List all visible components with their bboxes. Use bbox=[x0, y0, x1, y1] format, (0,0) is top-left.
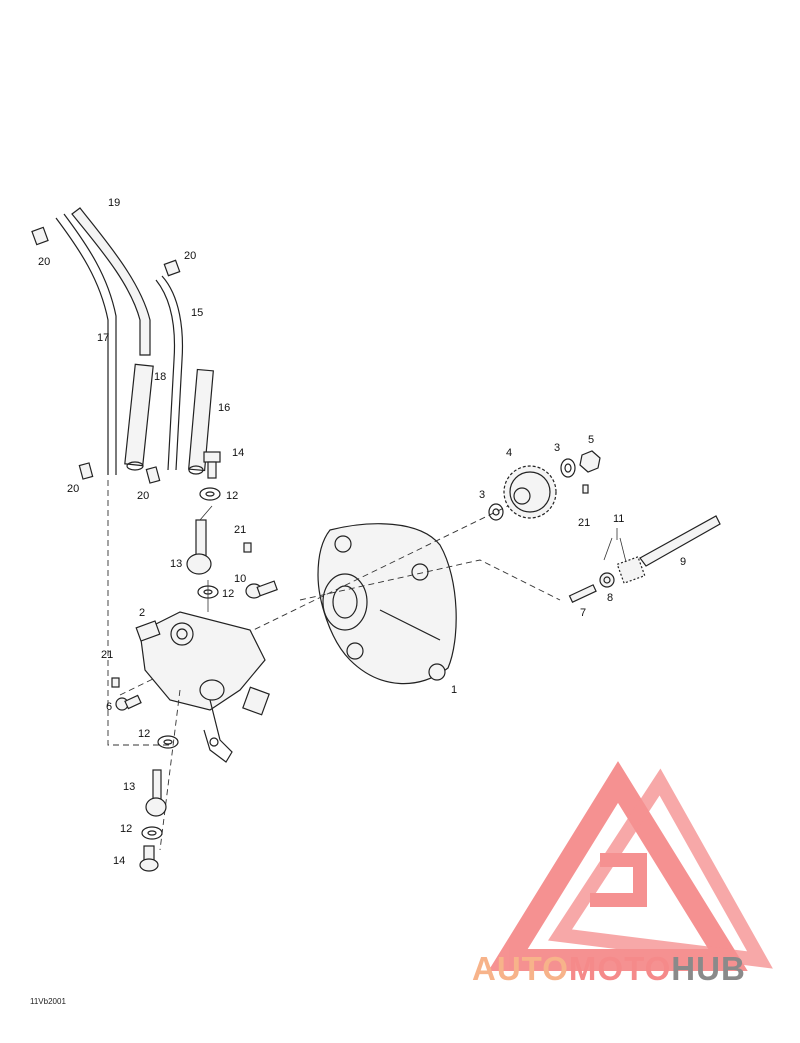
washer-12-bottom bbox=[141, 826, 163, 840]
hose-19 bbox=[71, 207, 151, 356]
callout-12-lower: 12 bbox=[138, 728, 150, 740]
pin-7 bbox=[568, 584, 597, 604]
drawing-code: 11Vb2001 bbox=[30, 997, 66, 1006]
gear-4 bbox=[503, 465, 557, 519]
callout-1: 1 bbox=[451, 684, 457, 696]
watermark-part-auto: AUTO bbox=[472, 950, 569, 987]
clamp-20-top-right bbox=[163, 259, 181, 277]
bolt-21-left bbox=[111, 677, 120, 688]
callout-10: 10 bbox=[234, 573, 246, 585]
screw-10 bbox=[245, 580, 278, 599]
banjo-fitting-13-top bbox=[186, 519, 212, 575]
callout-3-top: 3 bbox=[554, 442, 560, 454]
drive-gear-11 bbox=[616, 556, 646, 584]
pump-cover-1 bbox=[317, 523, 457, 685]
callout-13-top: 13 bbox=[170, 558, 182, 570]
screw-6 bbox=[115, 694, 142, 711]
callout-5: 5 bbox=[588, 434, 594, 446]
callout-14-bottom: 14 bbox=[113, 855, 125, 867]
callout-3-left: 3 bbox=[479, 489, 485, 501]
clamp-20-bottom-left bbox=[78, 462, 94, 480]
washer-3-left bbox=[488, 503, 504, 521]
leader-lines bbox=[199, 505, 627, 612]
callout-17: 17 bbox=[97, 332, 109, 344]
callout-19: 19 bbox=[108, 197, 120, 209]
callout-20-top-right: 20 bbox=[184, 250, 196, 262]
callout-2: 2 bbox=[139, 607, 145, 619]
watermark-part-moto: MOTO bbox=[568, 950, 672, 987]
callout-7: 7 bbox=[580, 607, 586, 619]
hose-18 bbox=[124, 363, 154, 471]
callout-20-bottom-left: 20 bbox=[67, 483, 79, 495]
watermark-logo-mark bbox=[488, 761, 773, 971]
hose-17 bbox=[55, 213, 117, 475]
callout-labels: 1 2 3 3 4 5 6 7 8 9 10 11 12 12 12 12 13… bbox=[38, 197, 686, 867]
callout-6: 6 bbox=[106, 701, 112, 713]
banjo-bolt-14-top bbox=[203, 451, 221, 479]
bolt-21-right bbox=[582, 484, 589, 494]
callout-12-bottom: 12 bbox=[120, 823, 132, 835]
clamp-20-bottom-mid bbox=[145, 466, 161, 484]
washer-12-lower bbox=[157, 735, 179, 749]
hose-16 bbox=[188, 368, 214, 475]
banjo-fitting-13-lower bbox=[145, 769, 167, 817]
watermark-logo-text: AUTOMOTOHUB bbox=[472, 950, 746, 988]
shaft-9 bbox=[639, 515, 721, 567]
lower-routing-line bbox=[107, 480, 170, 746]
callout-12-mid: 12 bbox=[222, 588, 234, 600]
pin-axis-line bbox=[299, 559, 561, 601]
oil-pump-body-2 bbox=[135, 611, 270, 763]
callout-14-top: 14 bbox=[232, 447, 244, 459]
clamp-20-top-left bbox=[31, 226, 49, 246]
callout-9: 9 bbox=[680, 556, 686, 568]
watermark-part-hub: HUB bbox=[671, 950, 746, 987]
callout-16: 16 bbox=[218, 402, 230, 414]
callout-15: 15 bbox=[191, 307, 203, 319]
nut-5 bbox=[579, 450, 601, 473]
callout-13-lower: 13 bbox=[123, 781, 135, 793]
callout-20-top-left: 20 bbox=[38, 256, 50, 268]
callout-21-right: 21 bbox=[578, 517, 590, 529]
banjo-bolt-14-bottom bbox=[139, 845, 159, 872]
lower-fitting-line bbox=[159, 689, 181, 851]
callout-12-top: 12 bbox=[226, 490, 238, 502]
callout-21-upper: 21 bbox=[234, 524, 246, 536]
callout-11: 11 bbox=[613, 513, 624, 525]
hose-15 bbox=[155, 275, 184, 471]
bolt-21-upper bbox=[243, 542, 252, 553]
callout-20-bottom-mid: 20 bbox=[137, 490, 149, 502]
washer-8 bbox=[599, 572, 615, 588]
washer-3-right bbox=[560, 458, 576, 478]
washer-12-top bbox=[199, 487, 221, 501]
callout-21-left: 21 bbox=[101, 649, 113, 661]
callout-4: 4 bbox=[506, 447, 512, 459]
callout-18: 18 bbox=[154, 371, 166, 383]
callout-8: 8 bbox=[607, 592, 613, 604]
